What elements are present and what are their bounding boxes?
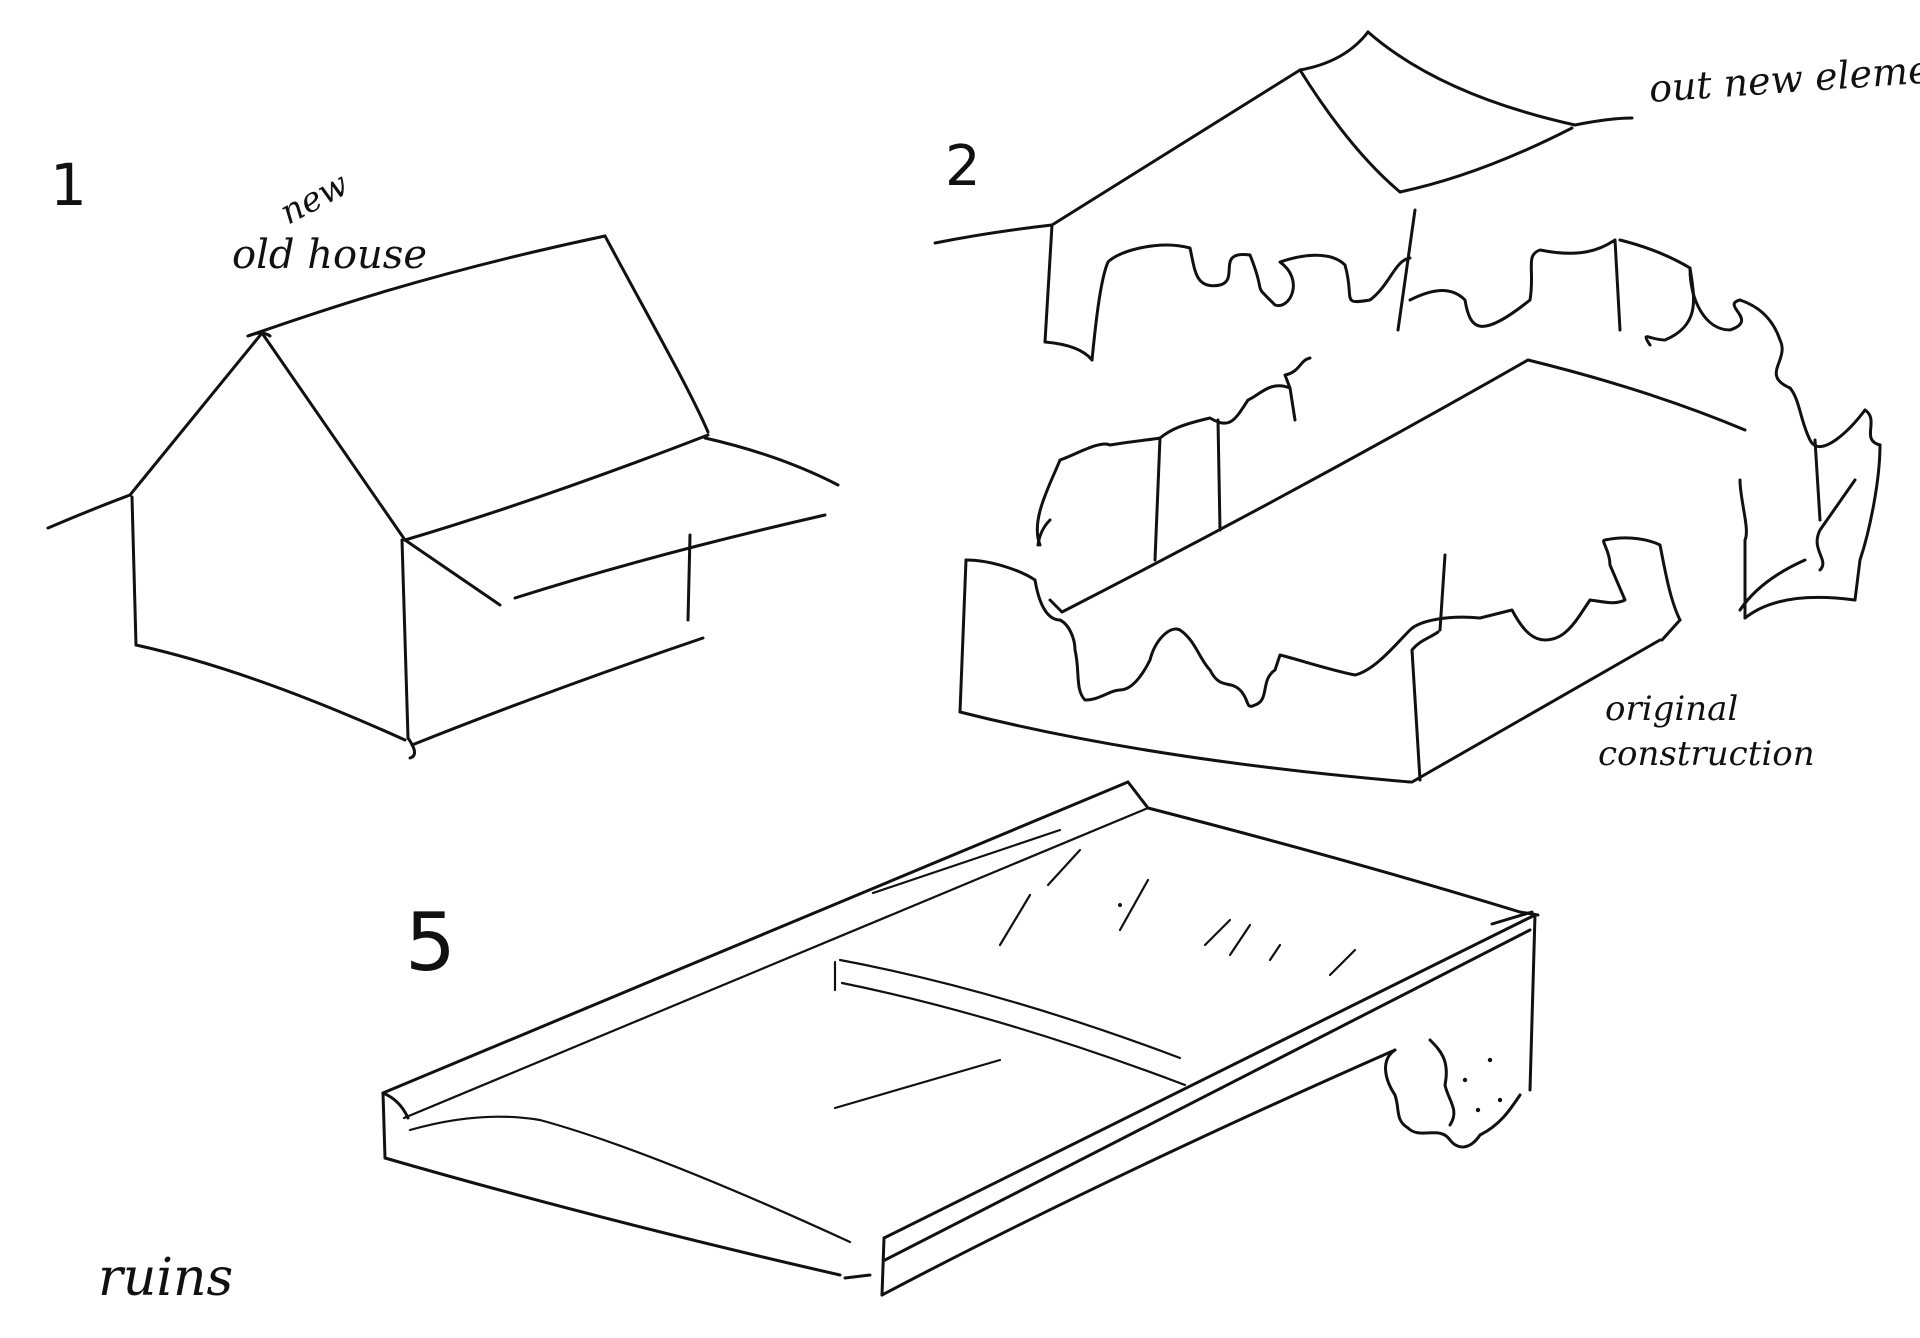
sketch-2-label-new-element: out new eleme <box>1648 47 1920 111</box>
sketch-1-label-new: new <box>273 164 355 233</box>
house-drawing <box>46 234 840 760</box>
sketch-2-label-original-1: original <box>1605 689 1738 729</box>
sketch-2-ruins: 2 out new eleme original construction <box>933 30 1920 784</box>
sketch-2-number: 2 <box>945 134 981 199</box>
sketch-1-house: 1 new old house <box>46 151 840 760</box>
original-construction-walls <box>958 238 1882 784</box>
sketch-3-label-ruins: ruins <box>98 1248 233 1308</box>
sketch-2-label-original-2: construction <box>1598 734 1815 774</box>
sketch-3-platform: 5 ruins <box>98 780 1540 1308</box>
new-element-roof <box>933 30 1634 362</box>
platform-drawing <box>381 780 1540 1297</box>
sketch-1-number: 1 <box>50 151 87 219</box>
sketch-3-number: 5 <box>405 896 456 989</box>
sketch-1-label-old-house: old house <box>232 232 427 278</box>
